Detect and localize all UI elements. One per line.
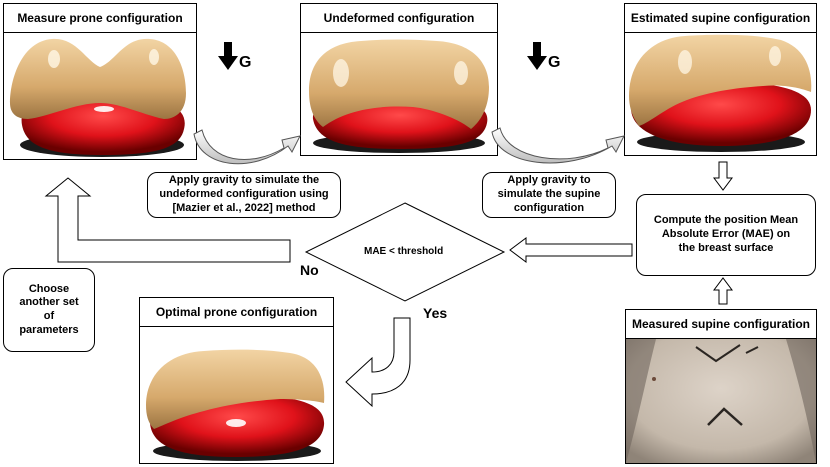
- left-arrow-mae-to-decision: [509, 237, 633, 263]
- compute-mae-step: Compute the position Mean Absolute Error…: [636, 194, 816, 276]
- down-arrow-icon: [218, 42, 238, 70]
- gravity-label: G: [239, 54, 252, 71]
- measure-prone-panel: Measure prone configuration: [3, 3, 197, 160]
- up-arrow-measured-to-mae: [713, 277, 733, 305]
- down-arrow-estimated-to-mae: [713, 161, 733, 191]
- optimal-prone-model: [140, 327, 333, 463]
- undeformed-model: [301, 33, 497, 155]
- down-arrow-icon: [527, 42, 547, 70]
- measured-supine-title: Measured supine configuration: [626, 310, 816, 339]
- estimated-supine-title: Estimated supine configuration: [625, 4, 816, 33]
- no-branch-arrow: [44, 177, 291, 263]
- apply-gravity-undeformed-step: Apply gravity to simulate the undeformed…: [147, 172, 341, 218]
- curved-arrow-2: [491, 127, 625, 164]
- gravity-indicator-2: G: [527, 40, 560, 72]
- gravity-indicator-1: G: [218, 40, 251, 72]
- apply-gravity-supine-step: Apply gravity to simulate the supine con…: [482, 172, 616, 218]
- undeformed-title: Undeformed configuration: [301, 4, 497, 33]
- yes-branch-arrow: [345, 317, 411, 408]
- undeformed-panel: Undeformed configuration: [300, 3, 498, 156]
- measure-prone-model: [4, 33, 196, 159]
- decision-diamond: [304, 202, 506, 302]
- optimal-prone-panel: Optimal prone configuration: [139, 297, 334, 464]
- measured-supine-photo: [626, 339, 816, 463]
- gravity-label: G: [548, 54, 561, 71]
- choose-parameters-step: Choose another set of parameters: [3, 268, 95, 352]
- decision-condition: MAE < threshold: [364, 246, 444, 257]
- no-label: No: [300, 262, 319, 278]
- estimated-supine-model: [625, 26, 816, 155]
- curved-arrow-1: [193, 129, 301, 165]
- optimal-prone-title: Optimal prone configuration: [140, 298, 333, 327]
- measured-supine-panel: Measured supine configuration: [625, 309, 817, 464]
- estimated-supine-panel: Estimated supine configuration: [624, 3, 817, 156]
- yes-label: Yes: [423, 305, 448, 321]
- measure-prone-title: Measure prone configuration: [4, 4, 196, 33]
